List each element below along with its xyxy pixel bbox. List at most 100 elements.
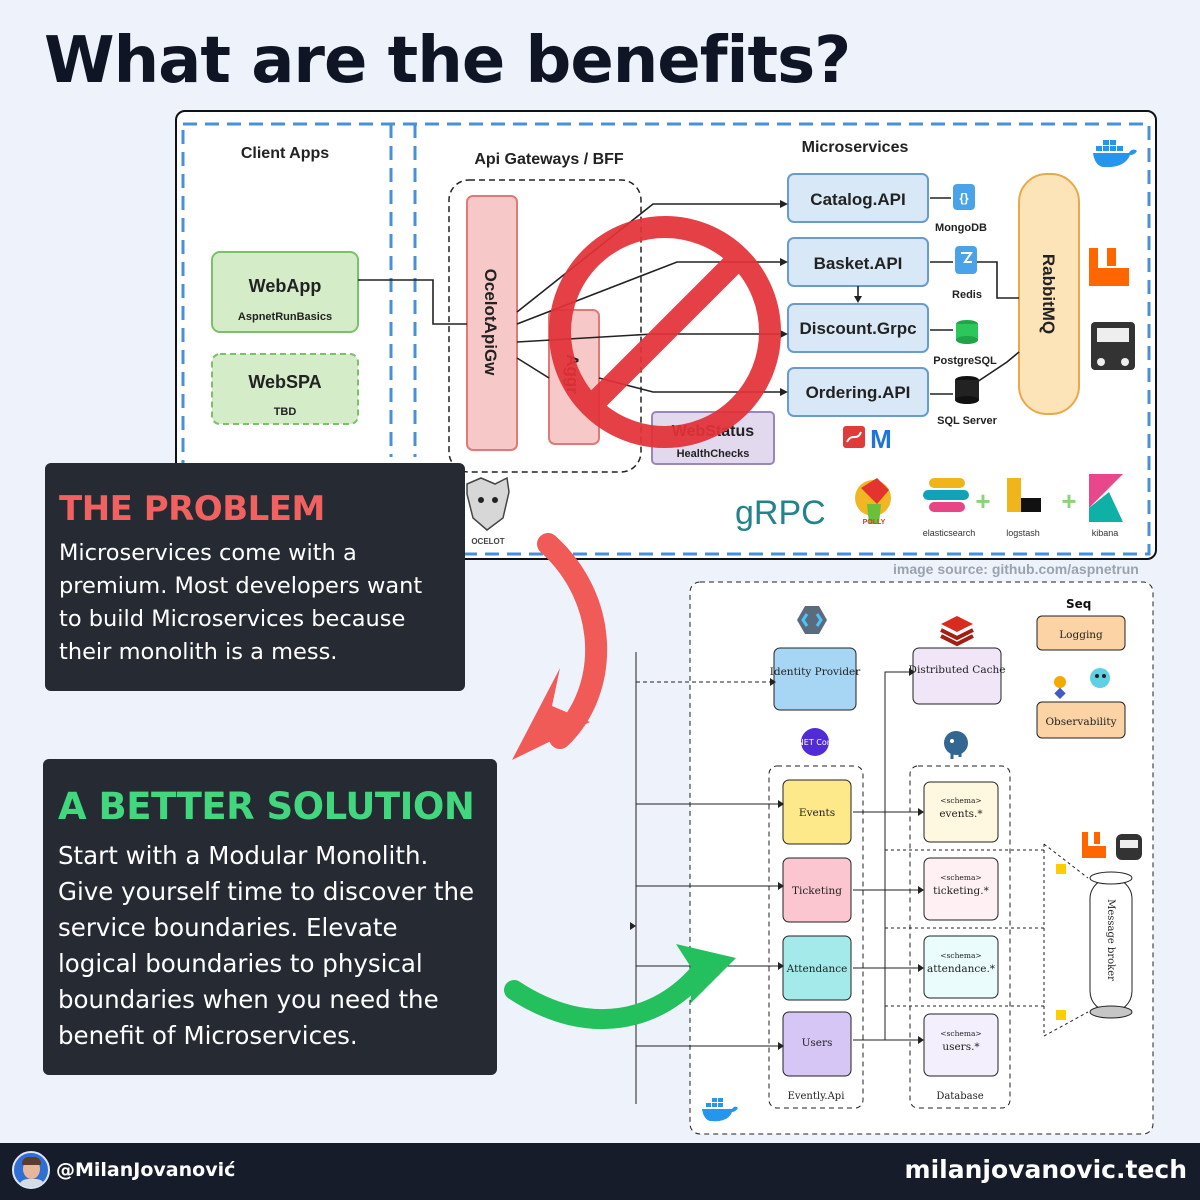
problem-card: THE PROBLEM Microservices come with a pr… [45, 463, 465, 691]
polly-logo-icon [855, 478, 891, 524]
evently-api-group [768, 765, 864, 1109]
schema-users-label: users.* [942, 1041, 980, 1053]
logstash-label: logstash [1006, 528, 1040, 538]
webspa-box [211, 353, 359, 425]
sql-server-icon [955, 376, 979, 404]
module-attendance [782, 935, 852, 1001]
logstash-icon [1007, 478, 1041, 512]
avatar [12, 1151, 50, 1189]
redis-icon [955, 246, 977, 274]
footer-bar: @MilanJovanović milanjovanovic.tech [0, 1143, 1200, 1200]
section-microservices: Microservices [802, 139, 909, 156]
ocelot-logo-label: OCELOT [471, 537, 504, 546]
discount-grpc-label: Discount.Grpc [799, 319, 916, 338]
svg-text:{}: {} [959, 191, 969, 205]
page-headline: What are the benefits? [44, 24, 851, 98]
logging-label: Logging [1059, 629, 1103, 641]
ocelot-logo-icon [466, 476, 510, 531]
docker-boundary [181, 122, 1151, 556]
module-attendance-label: Attendance [786, 963, 848, 975]
schema-events-label: events.* [939, 808, 983, 820]
schema-ticketing [923, 857, 999, 921]
docker-icon [702, 1098, 738, 1122]
module-users-label: Users [802, 1037, 833, 1049]
solution-body: Start with a Modular Monolith. Give your… [58, 841, 475, 1050]
kibana-label: kibana [1092, 528, 1119, 538]
observability-label: Observability [1045, 716, 1116, 728]
opentelemetry-icon [1054, 676, 1066, 699]
schema-attendance-tag: <schema> [940, 951, 981, 960]
mediatr-icon: M [870, 424, 892, 454]
envelope-icon [1056, 864, 1066, 874]
mongodb-label: MongoDB [935, 222, 987, 234]
svg-text:+: + [1061, 486, 1076, 516]
elasticsearch-icon [923, 478, 969, 512]
schema-ticketing-tag: <schema> [940, 873, 981, 882]
rabbitmq-icon [1082, 832, 1106, 858]
redis-label: Redis [952, 289, 982, 301]
red-curved-arrow-icon [512, 533, 607, 760]
section-client-apps: Client Apps [241, 145, 329, 162]
image-source-caption: image source: github.com/aspnetrun [893, 561, 1139, 577]
ocelot-gateway-label: OcelotApiGw [481, 269, 500, 377]
module-users [782, 1011, 852, 1077]
postgresql-label: PostgreSQL [933, 355, 997, 367]
schema-attendance [923, 935, 999, 999]
postgresql-icon [944, 731, 968, 759]
gateway-group [448, 179, 642, 473]
message-broker-label: Message broker [1105, 899, 1116, 981]
schema-ticketing-label: ticketing.* [933, 885, 989, 897]
basket-api-label: Basket.API [814, 254, 903, 273]
schema-attendance-label: attendance.* [927, 963, 996, 975]
webspa-label: WebSPA [248, 372, 321, 392]
problem-title: THE PROBLEM [59, 489, 325, 529]
distributed-cache-box [912, 647, 1002, 705]
solution-title: A BETTER SOLUTION [58, 785, 475, 828]
rabbitmq-icon [1089, 248, 1129, 286]
discount-grpc-box [787, 303, 929, 353]
grpc-logo: gRPC [735, 494, 826, 532]
envelope-icon [1056, 1010, 1066, 1020]
module-events-label: Events [799, 807, 835, 819]
author-handle[interactable]: @MilanJovanović [56, 1159, 236, 1181]
problem-body: Microservices come with a premium. Most … [59, 540, 423, 665]
database-label: Database [936, 1091, 983, 1102]
observability-box [1036, 701, 1126, 739]
schema-events-tag: <schema> [940, 796, 981, 805]
rabbitmq-label: RabbitMQ [1039, 254, 1058, 334]
identity-provider-label: Identity Provider [770, 666, 862, 678]
webapp-sub: AspnetRunBasics [238, 311, 332, 323]
masstransit-icon [1116, 834, 1142, 860]
webapp-box [211, 251, 359, 333]
database-group [909, 765, 1011, 1109]
distributed-cache-label: Distributed Cache [909, 664, 1006, 676]
website-link[interactable]: milanjovanovic.tech [904, 1155, 1187, 1184]
svg-text:+: + [975, 486, 990, 516]
identity-provider-box [773, 647, 857, 711]
modular-monolith-diagram: Identity Provider Distributed Cache Seq … [630, 578, 1160, 1138]
catalog-api-box [787, 173, 929, 223]
postgresql-icon [956, 320, 978, 344]
evently-api-label: Evently.Api [788, 1091, 845, 1102]
keycloak-icon [797, 606, 827, 634]
kibana-icon [1089, 474, 1123, 522]
redis-icon [940, 616, 974, 647]
docker-icon [1093, 140, 1137, 168]
module-events [782, 779, 852, 845]
catalog-api-label: Catalog.API [810, 190, 905, 209]
schema-users [923, 1013, 999, 1077]
solution-card: A BETTER SOLUTION Start with a Modular M… [43, 759, 497, 1075]
seq-logo: Seq [1066, 597, 1091, 611]
section-api-gateways: Api Gateways / BFF [474, 151, 624, 168]
schema-users-tag: <schema> [940, 1029, 981, 1038]
dotnet-core-icon [801, 728, 829, 756]
module-ticketing-label: Ticketing [792, 885, 842, 897]
logging-box [1036, 615, 1126, 651]
busmt-icon [1091, 322, 1135, 370]
mongodb-icon: {} [953, 184, 975, 210]
ordering-api-label: Ordering.API [806, 383, 911, 402]
dotnet-core-label: .NET Core [795, 738, 835, 747]
webapp-label: WebApp [249, 276, 322, 296]
module-ticketing [782, 857, 852, 923]
webstatus-sub: HealthChecks [677, 448, 750, 460]
